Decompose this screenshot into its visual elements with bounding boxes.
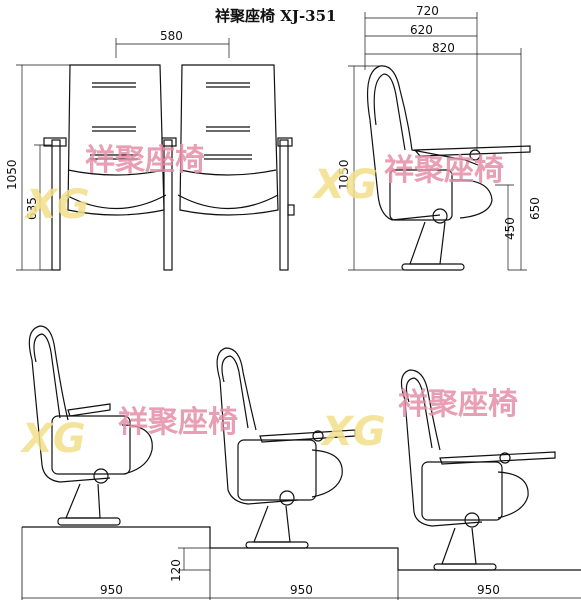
watermark-text: 祥聚座椅 [398, 387, 518, 422]
row-2-depth-label: 950 [290, 583, 313, 597]
side-chair-back-outline [367, 65, 479, 166]
watermark-text: 祥聚座椅 [85, 143, 205, 178]
row-chair-3 [400, 369, 556, 571]
side-height-dimension: 1050 [337, 65, 405, 271]
side-depth-620: 620 [410, 23, 433, 37]
side-leg [409, 221, 446, 265]
row-chair-1 [28, 325, 153, 526]
front-view: 580 1050 [5, 29, 295, 271]
watermark-text: 祥聚座椅 [118, 405, 238, 440]
front-seat-height-label: 635 [25, 197, 39, 220]
row-1-depth-label: 950 [100, 583, 123, 597]
side-armrest-height-dimension: 650 [508, 140, 542, 271]
front-height-label: 1050 [5, 159, 19, 190]
side-seat-height-dimension: 450 [495, 184, 517, 270]
front-width-label: 580 [160, 29, 183, 43]
watermark-bottom-left: XG 祥聚座椅 [19, 405, 238, 462]
watermark-top-left: XG 祥聚座椅 [23, 143, 205, 228]
front-right-leg [279, 139, 289, 271]
side-seat-cushion [451, 179, 493, 219]
front-width-dimension: 580 [115, 29, 230, 58]
row-3-depth-label: 950 [477, 583, 500, 597]
stepped-rows-view: 950 950 950 120 [21, 325, 581, 600]
watermark-logo: XG [311, 162, 378, 208]
side-armrest-height-label: 650 [528, 197, 542, 220]
side-depth-dimensions: 720 620 820 [364, 4, 522, 150]
watermark-logo: XG [319, 409, 386, 455]
side-armrest-panel [389, 169, 453, 221]
front-middle-leg [163, 139, 173, 271]
side-foot [401, 263, 465, 271]
side-height-label: 1050 [337, 159, 351, 190]
watermark-bottom-right: XG 祥聚座椅 [319, 387, 518, 455]
drawing-title: 祥聚座椅 XJ-351 [215, 7, 337, 25]
watermark-logo: XG [19, 416, 86, 462]
step-height-dimension: 120 [169, 547, 210, 582]
watermark-logo: XG [23, 182, 90, 228]
side-depth-820: 820 [432, 41, 455, 55]
side-depth-720: 720 [416, 4, 439, 18]
side-view: 720 620 820 1050 650 45 [337, 4, 542, 271]
watermark-text: 祥聚座椅 [384, 153, 504, 188]
watermark-top-right: XG 祥聚座椅 [311, 153, 504, 208]
front-height-dimension: 1050 [5, 64, 70, 271]
front-chair-right-back [179, 64, 279, 216]
front-seat-height-dimension: 635 [25, 144, 52, 270]
step-height-label: 120 [169, 559, 183, 582]
row-chair-2 [216, 347, 356, 549]
side-seat-height-label: 450 [503, 217, 517, 240]
side-writing-tablet [413, 145, 531, 157]
